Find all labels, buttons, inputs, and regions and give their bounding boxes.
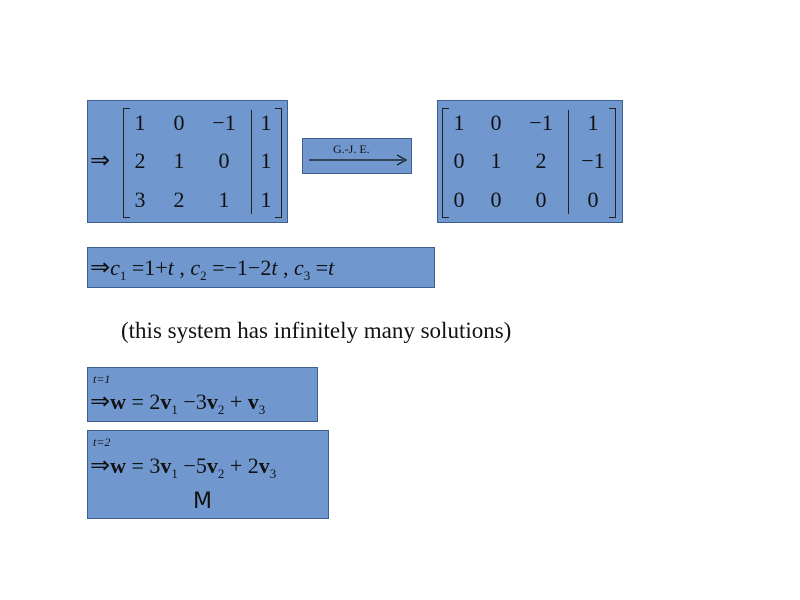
matrix-cell: 1	[173, 148, 185, 173]
matrix-cell: 0	[218, 148, 230, 173]
right-matrix-box: 1 0 −1 1 0 1 2 −1 0 0 0 0	[437, 100, 623, 223]
solution-equation: ⇒c1 =1+t , c2 =−1−2t , c3 =t	[90, 253, 335, 283]
matrix-cell: 0	[173, 110, 185, 135]
infinite-solutions-statement: (this system has infinitely many solutio…	[121, 318, 512, 343]
matrix-cell: 2	[173, 187, 185, 212]
vertical-dots: M	[193, 489, 212, 514]
matrix-cell: 0	[535, 187, 547, 212]
matrix-cell: 1	[587, 110, 599, 135]
matrix-cell: 0	[587, 187, 599, 212]
right-arrow-icon	[309, 154, 408, 166]
matrix-cell: 2	[134, 148, 146, 173]
matrix-cell: 1	[453, 110, 465, 135]
matrix-cell: 1	[218, 187, 230, 212]
matrix-cell: 0	[453, 148, 465, 173]
matrix-cell: 1	[490, 148, 502, 173]
matrix-cell: 1	[260, 110, 272, 135]
matrix-cell: 1	[134, 110, 146, 135]
left-bracket	[442, 108, 449, 218]
matrix-cell: 0	[453, 187, 465, 212]
implies-symbol: ⇒	[90, 146, 111, 174]
matrix-cell: −1	[212, 110, 236, 135]
t1-label: t=1	[93, 372, 111, 386]
right-bracket	[275, 108, 282, 218]
matrix-cell: 2	[535, 148, 547, 173]
left-bracket	[123, 108, 130, 218]
matrix-cell: 3	[134, 187, 146, 212]
augment-line	[251, 110, 252, 214]
t1-equation: ⇒w = 2v1 −3v2 + v3	[90, 387, 266, 417]
t1-box: t=1 ⇒w = 2v1 −3v2 + v3	[87, 367, 318, 422]
gje-label: G.-J. E.	[333, 142, 370, 156]
gje-arrow-box: G.-J. E.	[302, 138, 412, 174]
matrix-cell: −1	[581, 148, 605, 173]
matrix-cell: 1	[260, 148, 272, 173]
solution-box: ⇒c1 =1+t , c2 =−1−2t , c3 =t	[87, 247, 435, 288]
matrix-cell: −1	[529, 110, 553, 135]
t2-box: t=2 ⇒w = 3v1 −5v2 + 2v3 M	[87, 430, 329, 519]
matrix-cell: 0	[490, 110, 502, 135]
left-matrix-box: ⇒ 1 0 −1 1 2 1 0 1 3 2 1 1	[87, 100, 288, 223]
matrix-cell: 0	[490, 187, 502, 212]
t2-label: t=2	[93, 435, 111, 449]
t2-equation: ⇒w = 3v1 −5v2 + 2v3	[90, 451, 277, 481]
matrix-cell: 1	[260, 187, 272, 212]
right-bracket	[609, 108, 616, 218]
augment-line	[568, 110, 569, 214]
